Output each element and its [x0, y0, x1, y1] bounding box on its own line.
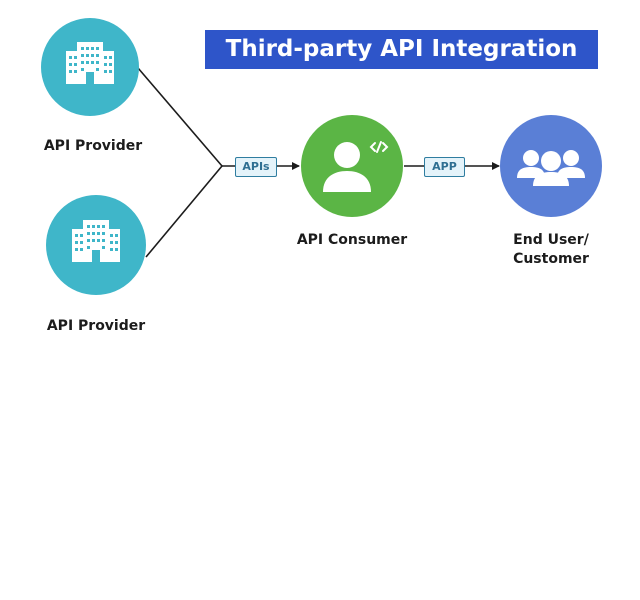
edge-provider-bottom-to-junction: [145, 165, 223, 258]
office-building-icon: [66, 42, 114, 84]
code-brackets-icon: [369, 141, 389, 153]
api-consumer-label: API Consumer: [296, 232, 408, 248]
diagram-title: Third-party API Integration: [205, 30, 598, 69]
apis-edge-label: APIs: [235, 157, 277, 177]
office-building-icon: [72, 220, 120, 262]
app-edge-label: APP: [424, 157, 465, 177]
developer-user-icon: [323, 142, 371, 192]
api-consumer-node: [301, 115, 403, 217]
api-provider-top-label: API Provider: [43, 138, 143, 154]
end-user-label-line1: End User/: [513, 232, 589, 248]
end-user-label-line2: Customer: [513, 251, 589, 267]
user-group-icon: [517, 150, 585, 186]
api-provider-top-node: [41, 18, 139, 116]
end-user-node: [500, 115, 602, 217]
api-provider-bottom-node: [46, 195, 146, 295]
api-provider-bottom-label: API Provider: [46, 318, 146, 334]
edge-provider-top-to-junction: [137, 67, 223, 167]
